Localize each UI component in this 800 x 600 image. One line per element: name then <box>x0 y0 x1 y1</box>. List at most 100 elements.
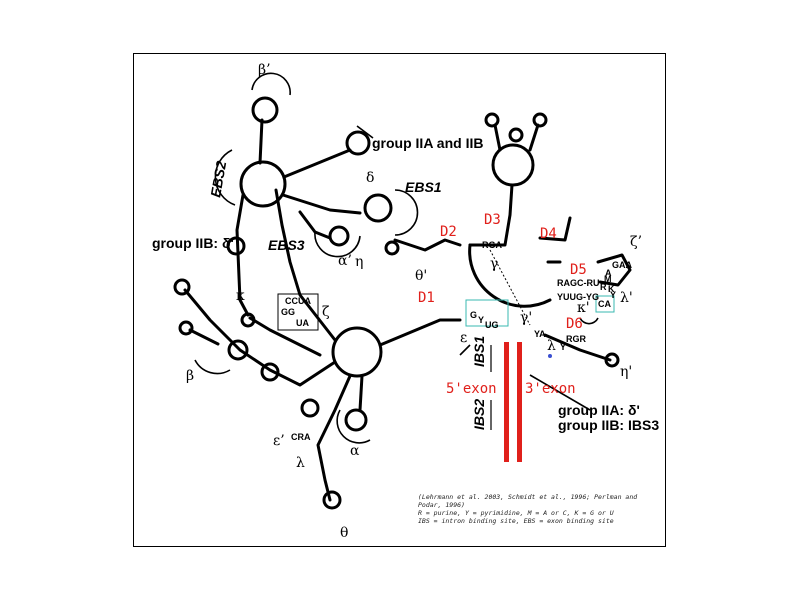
epsilon-arrow <box>459 344 471 356</box>
base-g: G <box>470 310 477 320</box>
d5-label: D5 <box>570 262 587 278</box>
base-ua: UA <box>296 318 309 328</box>
beta-prime-label: β’ <box>258 62 271 78</box>
d6-label: D6 <box>566 316 583 332</box>
group-iib-ibs3-label: group IIB: IBS3 <box>558 417 659 433</box>
d3-loop <box>491 143 535 187</box>
alpha-prime-loop <box>328 225 350 247</box>
teal-box-right <box>595 295 615 313</box>
eta-prime-label: η' <box>620 364 632 380</box>
lambda-small-label: λ <box>547 338 556 354</box>
group-iia-iib-label: group IIA and IIB <box>372 135 483 151</box>
beta-prime-arc <box>251 72 291 96</box>
base-rgr: RGR <box>566 334 587 344</box>
five-exon-bar <box>504 342 509 462</box>
blue-dot <box>548 354 552 358</box>
d2-stem <box>393 238 462 252</box>
base-cra: CRA <box>291 432 311 442</box>
eta-loop <box>384 240 400 256</box>
d2-label: D2 <box>440 224 457 240</box>
ibs1-label: IBS1 <box>471 336 487 367</box>
delta-loop <box>363 193 393 223</box>
lambda-bulge <box>300 398 320 418</box>
base-ya: YA <box>534 329 546 339</box>
ebs2-left-stem <box>235 193 250 317</box>
rna-backbone <box>173 96 632 510</box>
base-ca: CA <box>598 299 611 309</box>
five-exon-label: 5'exon <box>446 381 497 397</box>
alpha-prime-arc <box>314 231 361 258</box>
ebs1-arc <box>394 189 419 236</box>
group-iia-iib-arrow <box>356 125 374 139</box>
teal-box-left <box>465 299 509 327</box>
note-line-2: Podar, 1996) <box>418 501 465 509</box>
beta-side-stem <box>188 328 220 346</box>
d1-stem-upper <box>274 188 337 342</box>
lambda-prime-arc <box>579 317 599 325</box>
kappa-prime-label: κ' <box>577 300 590 316</box>
base-a2: A <box>605 268 612 278</box>
theta-prime-label: θ' <box>415 268 427 284</box>
base-yuug: YUUG-YG <box>557 292 599 302</box>
epsilon-label: ε <box>460 330 467 346</box>
gamma-prime-label: γ' <box>520 310 532 326</box>
ebs1-label: EBS1 <box>405 179 442 195</box>
d3-loop-a <box>484 112 500 128</box>
lambda-stem <box>316 374 352 502</box>
lambda-label: λ <box>296 455 305 471</box>
zeta-box <box>277 293 319 331</box>
interaction-arcs <box>194 72 599 444</box>
beta-prime-loop <box>251 96 279 124</box>
base-gg: GG <box>281 307 295 317</box>
alpha-label: α <box>350 443 360 459</box>
d5-hairpin <box>596 253 632 287</box>
delta-label: δ <box>366 170 374 186</box>
d1-label: D1 <box>418 290 435 306</box>
base-y1: Y <box>478 315 484 325</box>
ebs2-arc <box>214 149 236 206</box>
alpha-prime-label: α’ <box>338 253 352 269</box>
three-exon-label: 3'exon <box>525 381 576 397</box>
beta-side-loop <box>178 320 194 336</box>
note-line-1: (Lehrmann et al. 2003, Schmidt et al., 1… <box>418 493 637 501</box>
zeta-label: ζ <box>322 304 330 320</box>
ebs3-label: EBS3 <box>268 237 305 253</box>
group-iia-delta-label: group IIA: δ' <box>558 402 640 418</box>
alpha-arc <box>336 409 371 444</box>
note-line-3: R = purine, Y = pyrimidine, M = A or C, … <box>418 509 614 517</box>
kappa-loop <box>240 312 256 328</box>
epsilon-prime-label: ε’ <box>273 433 285 449</box>
base-k: K <box>608 284 615 294</box>
d6-stem <box>543 333 612 362</box>
zeta-prime-label: ζ’ <box>630 234 642 250</box>
d3-stem-a <box>493 123 502 152</box>
top-right-loop <box>345 130 371 156</box>
d3-stem-b <box>528 123 540 152</box>
delta-stem <box>281 193 362 215</box>
stem-to-top-right <box>282 148 352 179</box>
beta-bulge-1 <box>227 339 249 361</box>
base-r2: R <box>600 282 607 292</box>
base-y2: Y <box>560 342 566 352</box>
gamma-label: γ <box>490 256 498 272</box>
alpha-loop <box>344 408 368 432</box>
beta-arc <box>194 359 231 375</box>
d6-loop <box>604 352 620 368</box>
d4-label: D4 <box>540 226 557 242</box>
base-ragc: RAGC-RU <box>557 278 600 288</box>
base-ug: UG <box>485 320 499 330</box>
d3-stem <box>468 183 514 247</box>
ebs2-label: EBS2 <box>207 160 229 199</box>
alpha-stem <box>358 374 364 412</box>
base-y3: Y <box>610 290 616 300</box>
base-m: M <box>604 274 612 284</box>
theta-label: θ <box>340 525 348 541</box>
base-gaa: GAA <box>612 260 633 270</box>
group-iib-delta-label: group IIB: δ' <box>152 235 234 251</box>
theta-loop <box>322 490 342 510</box>
beta-label: β <box>186 368 194 384</box>
beta-bulge-2 <box>260 362 280 382</box>
upper-left-loop <box>239 160 287 208</box>
three-exon-bar <box>517 342 522 462</box>
